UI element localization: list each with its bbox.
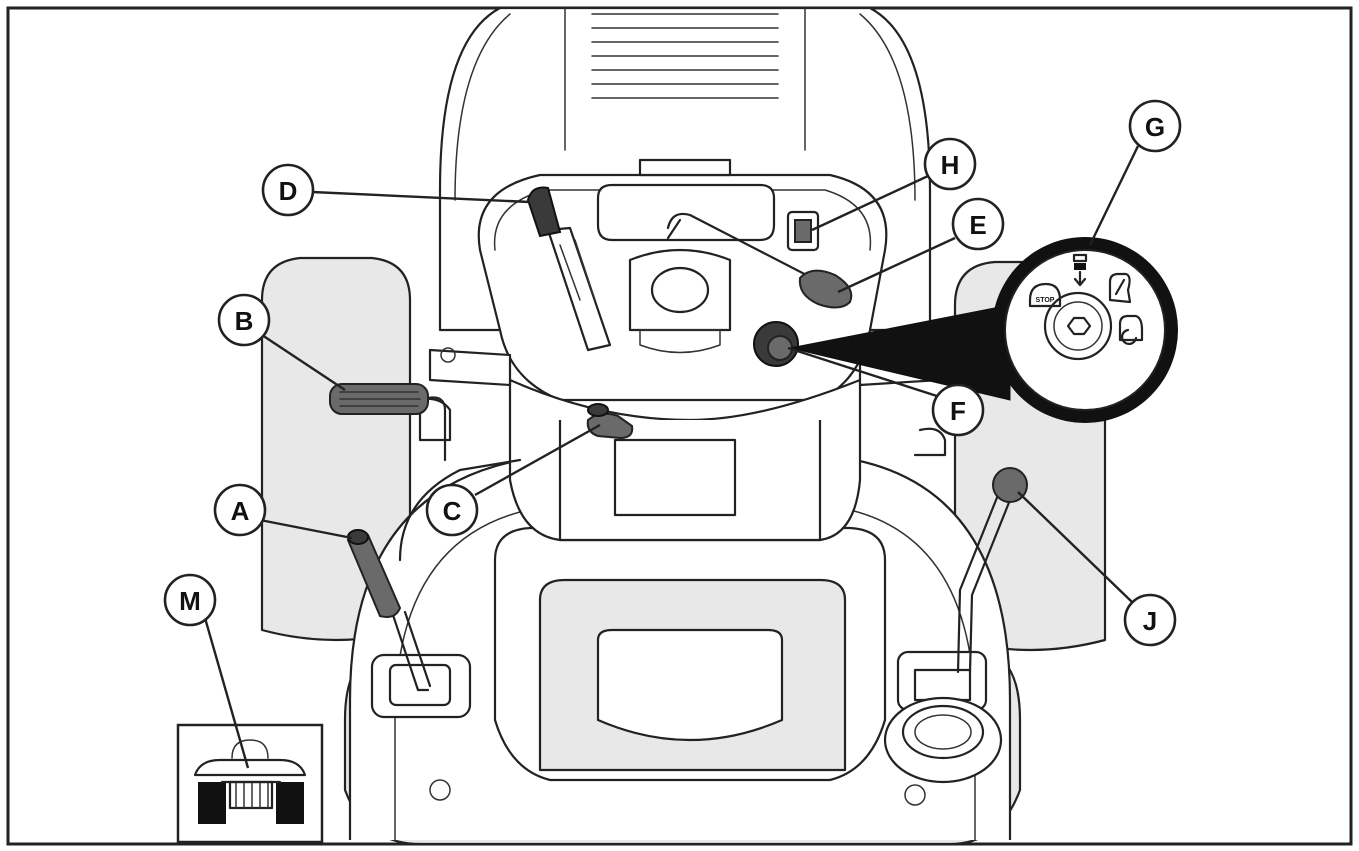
throttle-lever — [526, 186, 612, 352]
callout-G-label: G — [1145, 112, 1165, 142]
stop-label: STOP — [1036, 297, 1055, 304]
callout-E-label: E — [969, 210, 986, 240]
callout-E: E — [951, 197, 1005, 251]
cup-holder — [883, 696, 1003, 784]
callout-B-label: B — [235, 306, 254, 336]
left-lever — [346, 529, 472, 719]
callout-C-label: C — [443, 496, 462, 526]
callout-H-label: H — [941, 150, 960, 180]
callout-G: G — [1128, 99, 1182, 153]
callout-A-label: A — [231, 496, 250, 526]
detail-inset — [176, 723, 324, 844]
callout-H: H — [923, 137, 977, 191]
callout-B: B — [217, 293, 271, 347]
lights-choke-icon — [1072, 253, 1088, 287]
ignition-switch — [753, 321, 799, 367]
callout-D: D — [261, 163, 315, 217]
callout-F: F — [931, 383, 985, 437]
seat — [493, 526, 887, 782]
right-lever — [896, 467, 1028, 712]
brake-pedal — [329, 383, 447, 462]
deck-lift-lever — [666, 212, 853, 309]
callout-J-label: J — [1143, 606, 1157, 636]
start-icon — [1118, 314, 1144, 345]
hood-vents — [591, 13, 779, 99]
callout-M-label: M — [179, 586, 201, 616]
stop-icon: STOP — [1028, 282, 1062, 308]
pto-knob — [586, 403, 634, 440]
callout-A: A — [213, 483, 267, 537]
ignition-inset: STOP — [789, 237, 1178, 423]
callout-J: J — [1123, 593, 1177, 647]
leader-lines — [203, 145, 1140, 769]
callout-C: C — [425, 483, 479, 537]
hour-meter — [786, 210, 820, 252]
callout-D-label: D — [279, 176, 298, 206]
callout-F-label: F — [950, 396, 966, 426]
key-slot-icon — [1066, 316, 1092, 336]
run-icon — [1108, 272, 1132, 304]
callout-M: M — [163, 573, 217, 627]
